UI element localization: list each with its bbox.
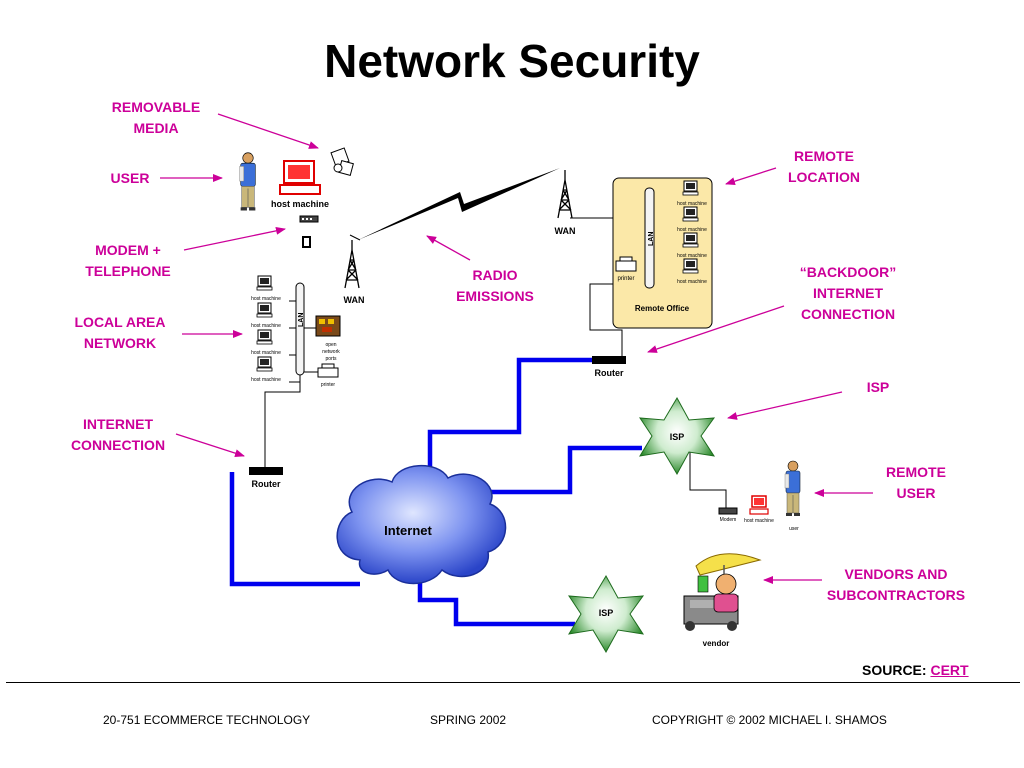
- source-citation: SOURCE: CERT: [862, 662, 969, 678]
- arrow-radio: [426, 235, 471, 261]
- wan-tower-right-icon: WAN: [555, 169, 576, 236]
- remote-modem-icon: Modem: [718, 507, 738, 523]
- svg-text:host machine: host machine: [744, 518, 774, 524]
- label-local-area-network: LOCAL AREA NETWORK: [74, 314, 166, 351]
- label-remote-user: REMOTE USER: [886, 464, 946, 501]
- remote-user-icon: user: [784, 460, 801, 532]
- label-vendors-subcontractors: VENDORS AND SUBCONTRACTORS: [826, 566, 966, 603]
- arrow-isp: [727, 391, 843, 420]
- lan-host-2: host machine: [251, 302, 281, 329]
- local-area-network: LAN host machine host machine host machi…: [251, 275, 341, 388]
- label-remote-location: REMOTE LOCATION: [787, 148, 861, 185]
- svg-text:ports: ports: [325, 356, 337, 362]
- wan-label-right: WAN: [555, 226, 576, 236]
- router-right-icon: Router: [592, 356, 626, 378]
- svg-text:network: network: [322, 349, 340, 355]
- internet-label: Internet: [384, 523, 432, 538]
- host-machine-icon: host machine: [271, 160, 329, 209]
- printer-icon-left: printer: [317, 363, 339, 388]
- remote-host-3: host machine: [677, 232, 707, 259]
- open-network-ports-icon: open network ports: [315, 315, 341, 362]
- label-user: USER: [110, 170, 150, 186]
- wan-tower-left-icon: WAN: [344, 239, 365, 305]
- remote-host-machine-icon: host machine: [744, 495, 774, 524]
- router-label-right: Router: [595, 368, 624, 378]
- callout-arrows: [160, 113, 873, 584]
- lan-host-1: host machine: [251, 275, 281, 302]
- svg-text:host machine: host machine: [677, 227, 707, 233]
- remote-host-1: host machine: [677, 180, 707, 207]
- wan-label-left: WAN: [344, 295, 365, 305]
- modem-icon: [299, 215, 319, 223]
- lan-label-left: LAN: [298, 313, 305, 327]
- label-backdoor: “BACKDOOR” INTERNET CONNECTION: [799, 264, 897, 322]
- lan-host-4: host machine: [251, 356, 281, 383]
- router-left-icon: Router: [249, 467, 283, 489]
- svg-text:host machine: host machine: [677, 279, 707, 285]
- svg-text:user: user: [789, 526, 799, 532]
- vendor-icon: vendor: [683, 553, 762, 648]
- svg-text:host machine: host machine: [251, 296, 281, 302]
- user-icon: [239, 152, 256, 212]
- svg-text:printer: printer: [321, 382, 336, 388]
- isp-label-upper: ISP: [670, 432, 685, 442]
- source-prefix: SOURCE:: [862, 662, 931, 678]
- slide-title: Network Security: [324, 35, 700, 87]
- remote-host-2: host machine: [677, 206, 707, 233]
- arrow-internet-connection: [175, 433, 245, 458]
- footer-term: SPRING 2002: [430, 713, 507, 727]
- removable-media-icon: [330, 147, 354, 176]
- lan-host-3: host machine: [251, 329, 281, 356]
- arrow-removable-media: [217, 113, 319, 149]
- arrow-remote-location: [725, 167, 777, 186]
- remote-host-4: host machine: [677, 258, 707, 285]
- footer-course: 20-751 ECOMMERCE TECHNOLOGY: [103, 713, 311, 727]
- svg-text:host machine: host machine: [251, 377, 281, 383]
- footer-divider: [6, 682, 1020, 683]
- label-radio-emissions: RADIO EMISSIONS: [456, 267, 534, 304]
- svg-text:printer: printer: [617, 276, 634, 282]
- label-removable-media: REMOVABLE MEDIA: [111, 99, 201, 136]
- isp-label-lower: ISP: [599, 608, 614, 618]
- remote-office-caption: Remote Office: [635, 304, 690, 313]
- telephone-icon: [302, 236, 311, 248]
- footer-copyright: COPYRIGHT © 2002 MICHAEL I. SHAMOS: [652, 713, 887, 727]
- printer-icon-right: printer: [615, 256, 637, 282]
- internet-cloud: Internet: [336, 465, 507, 585]
- source-cert-link[interactable]: CERT: [930, 662, 969, 678]
- svg-text:host machine: host machine: [677, 201, 707, 207]
- svg-text:host machine: host machine: [677, 253, 707, 259]
- radio-link-bolt: [358, 168, 560, 240]
- router-label-left: Router: [252, 479, 281, 489]
- internet-links: [229, 357, 642, 627]
- isp-star-lower: ISP: [568, 574, 645, 654]
- arrow-modem: [183, 226, 286, 251]
- lan-label-right: LAN: [648, 232, 655, 246]
- arrow-backdoor: [647, 305, 785, 353]
- svg-text:host machine: host machine: [251, 323, 281, 329]
- svg-text:Modem: Modem: [720, 517, 737, 523]
- label-isp: ISP: [866, 379, 890, 395]
- isp-star-upper: ISP: [639, 396, 716, 476]
- host-machine-caption: host machine: [271, 199, 329, 209]
- label-modem-telephone: MODEM + TELEPHONE: [85, 242, 171, 279]
- svg-text:open: open: [325, 342, 336, 348]
- remote-office: LAN host machine host machine host machi…: [612, 177, 713, 329]
- label-internet-connection: INTERNET CONNECTION: [70, 416, 166, 453]
- vendor-caption: vendor: [703, 639, 730, 648]
- svg-text:host machine: host machine: [251, 350, 281, 356]
